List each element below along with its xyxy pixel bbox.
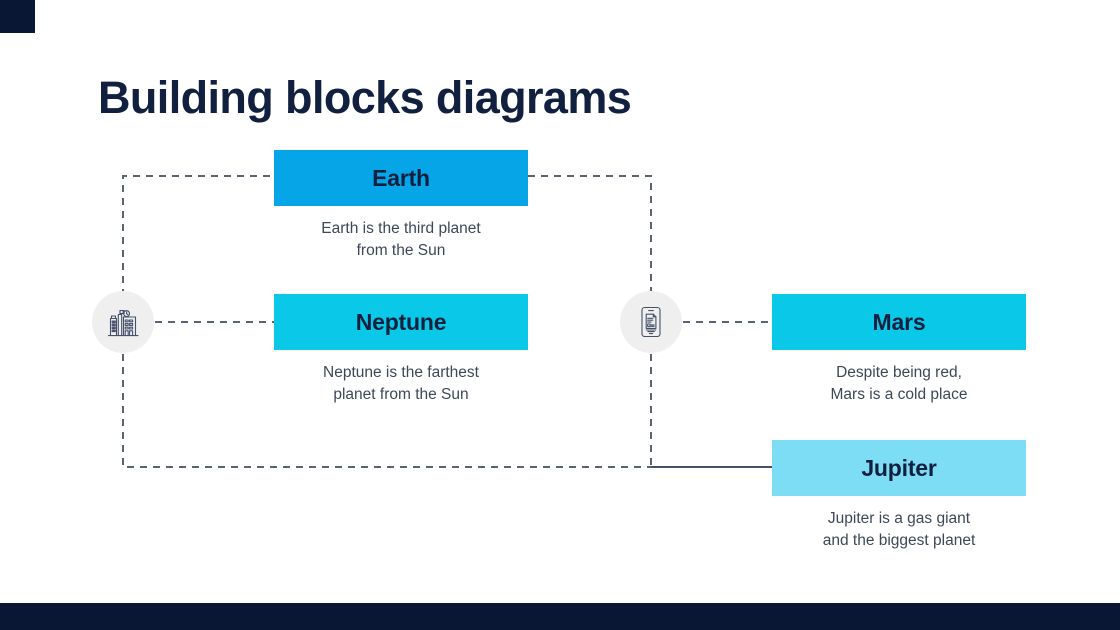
node-earth-description: Earth is the third planet from the Sun <box>321 220 481 260</box>
node-mars-box[interactable]: Mars <box>772 294 1026 350</box>
node-earth-box[interactable]: Earth <box>274 150 528 206</box>
node-mars-description: Despite being red, Mars is a cold place <box>830 364 968 404</box>
node-jupiter[interactable]: Jupiter Jupiter is a gas giant and the b… <box>772 440 1026 553</box>
mobile-phone-icon <box>641 306 661 338</box>
node-neptune-label: Neptune <box>355 308 447 335</box>
connector-earth-to-phone <box>528 175 652 291</box>
node-mars-label: Mars <box>872 308 926 335</box>
corner-accent-mark <box>0 0 35 33</box>
node-neptune-box[interactable]: Neptune <box>274 294 528 350</box>
node-jupiter-description: Jupiter is a gas giant and the biggest p… <box>822 510 976 550</box>
node-neptune-description: Neptune is the farthest planet from the … <box>323 364 479 404</box>
node-neptune[interactable]: Neptune Neptune is the farthest planet f… <box>274 294 528 407</box>
node-earth[interactable]: Earth Earth is the third planet from the… <box>274 150 528 263</box>
node-jupiter-label: Jupiter <box>861 454 937 481</box>
footer-bar <box>0 603 1120 630</box>
buildings-icon-badge[interactable] <box>92 291 154 353</box>
node-mars[interactable]: Mars Despite being red, Mars is a cold p… <box>772 294 1026 407</box>
mobile-phone-icon-badge[interactable] <box>620 291 682 353</box>
page-title: Building blocks diagrams <box>98 72 632 123</box>
node-earth-label: Earth <box>372 164 430 191</box>
node-jupiter-box[interactable]: Jupiter <box>772 440 1026 496</box>
buildings-icon <box>107 309 139 337</box>
